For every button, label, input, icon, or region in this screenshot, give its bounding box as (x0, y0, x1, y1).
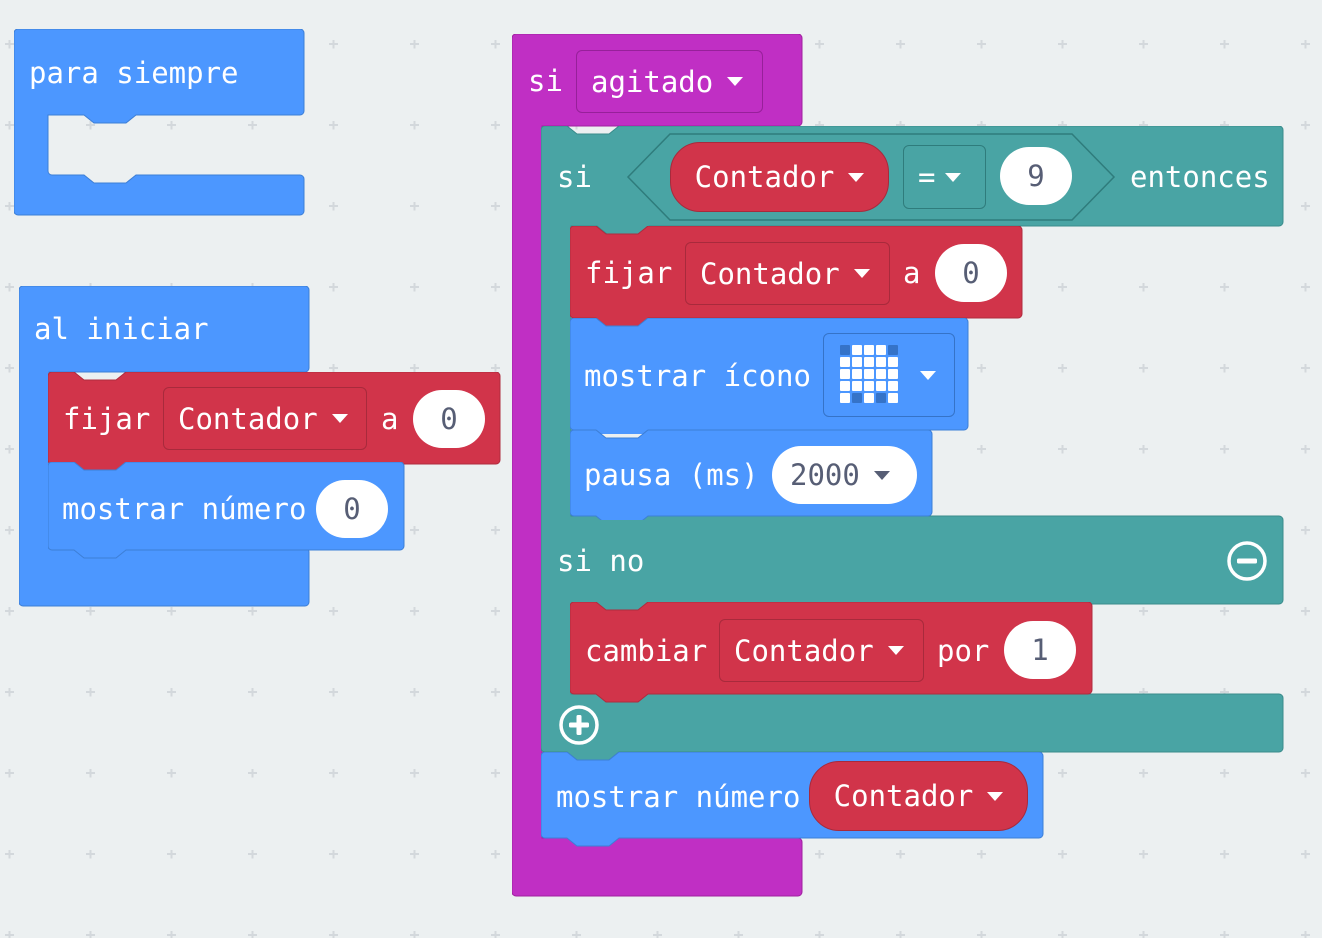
change-variable-dropdown[interactable]: Contador (719, 619, 924, 682)
operator-dropdown[interactable]: = (903, 145, 986, 209)
change-variable-name: Contador (734, 633, 874, 668)
inner-set-variable-dropdown[interactable]: Contador (685, 242, 890, 305)
minus-circle-icon[interactable] (1225, 539, 1269, 583)
pause-value-dropdown[interactable]: 2000 (772, 446, 917, 504)
chevron-down-icon (727, 77, 744, 86)
compare-variable-name: Contador (694, 160, 835, 194)
show-number-label: mostrar número (62, 492, 307, 526)
compare-variable-dropdown[interactable]: Contador (670, 142, 889, 212)
else-label: si no (557, 544, 645, 578)
compare-value-input[interactable]: 9 (1000, 147, 1072, 205)
show-number-shape (48, 462, 405, 559)
show-number-variable-dropdown[interactable]: Contador (809, 761, 1028, 831)
on-shake-si-label: si (528, 64, 563, 98)
on-start-shape (19, 286, 310, 607)
show-icon-label: mostrar ícono (584, 359, 811, 393)
set-value-input[interactable]: 0 (413, 390, 485, 448)
on-start-label: al iniciar (34, 312, 209, 346)
show-number-input[interactable]: 0 (316, 480, 388, 538)
inner-set-label: fijar (585, 256, 673, 290)
variable-name: Contador (178, 401, 318, 436)
forever-label: para siempre (29, 56, 239, 90)
plus-circle-icon[interactable] (557, 703, 601, 747)
led-pattern-icon (840, 345, 898, 403)
inner-set-to-label: a (903, 256, 921, 290)
change-value-input[interactable]: 1 (1004, 621, 1076, 679)
pause-value: 2000 (790, 458, 860, 492)
icon-picker-dropdown[interactable] (823, 333, 955, 417)
inner-set-value-input[interactable]: 0 (935, 244, 1007, 302)
set-label: fijar (63, 402, 151, 436)
chevron-down-icon (853, 269, 870, 278)
operator-symbol: = (918, 160, 936, 194)
chevron-down-icon (873, 470, 890, 480)
change-by-label: por (937, 634, 990, 668)
show-number-variable-name: Contador (833, 779, 974, 813)
pause-label: pausa (ms) (584, 458, 759, 492)
variable-dropdown[interactable]: Contador (163, 387, 367, 450)
change-label: cambiar (585, 634, 708, 668)
forever-shape (14, 29, 305, 216)
chevron-down-icon (987, 791, 1004, 801)
then-label: entonces (1130, 160, 1270, 194)
chevron-down-icon (945, 172, 962, 182)
if-si-label: si (557, 160, 592, 194)
set-to-label: a (381, 402, 399, 436)
gesture-dropdown[interactable]: agitado (576, 50, 763, 113)
inner-set-variable-name: Contador (700, 256, 840, 291)
chevron-down-icon (331, 414, 348, 423)
show-number-var-label: mostrar número (556, 780, 801, 814)
chevron-down-icon (920, 370, 936, 380)
chevron-down-icon (887, 646, 904, 655)
gesture-name: agitado (591, 64, 714, 99)
chevron-down-icon (848, 172, 865, 182)
